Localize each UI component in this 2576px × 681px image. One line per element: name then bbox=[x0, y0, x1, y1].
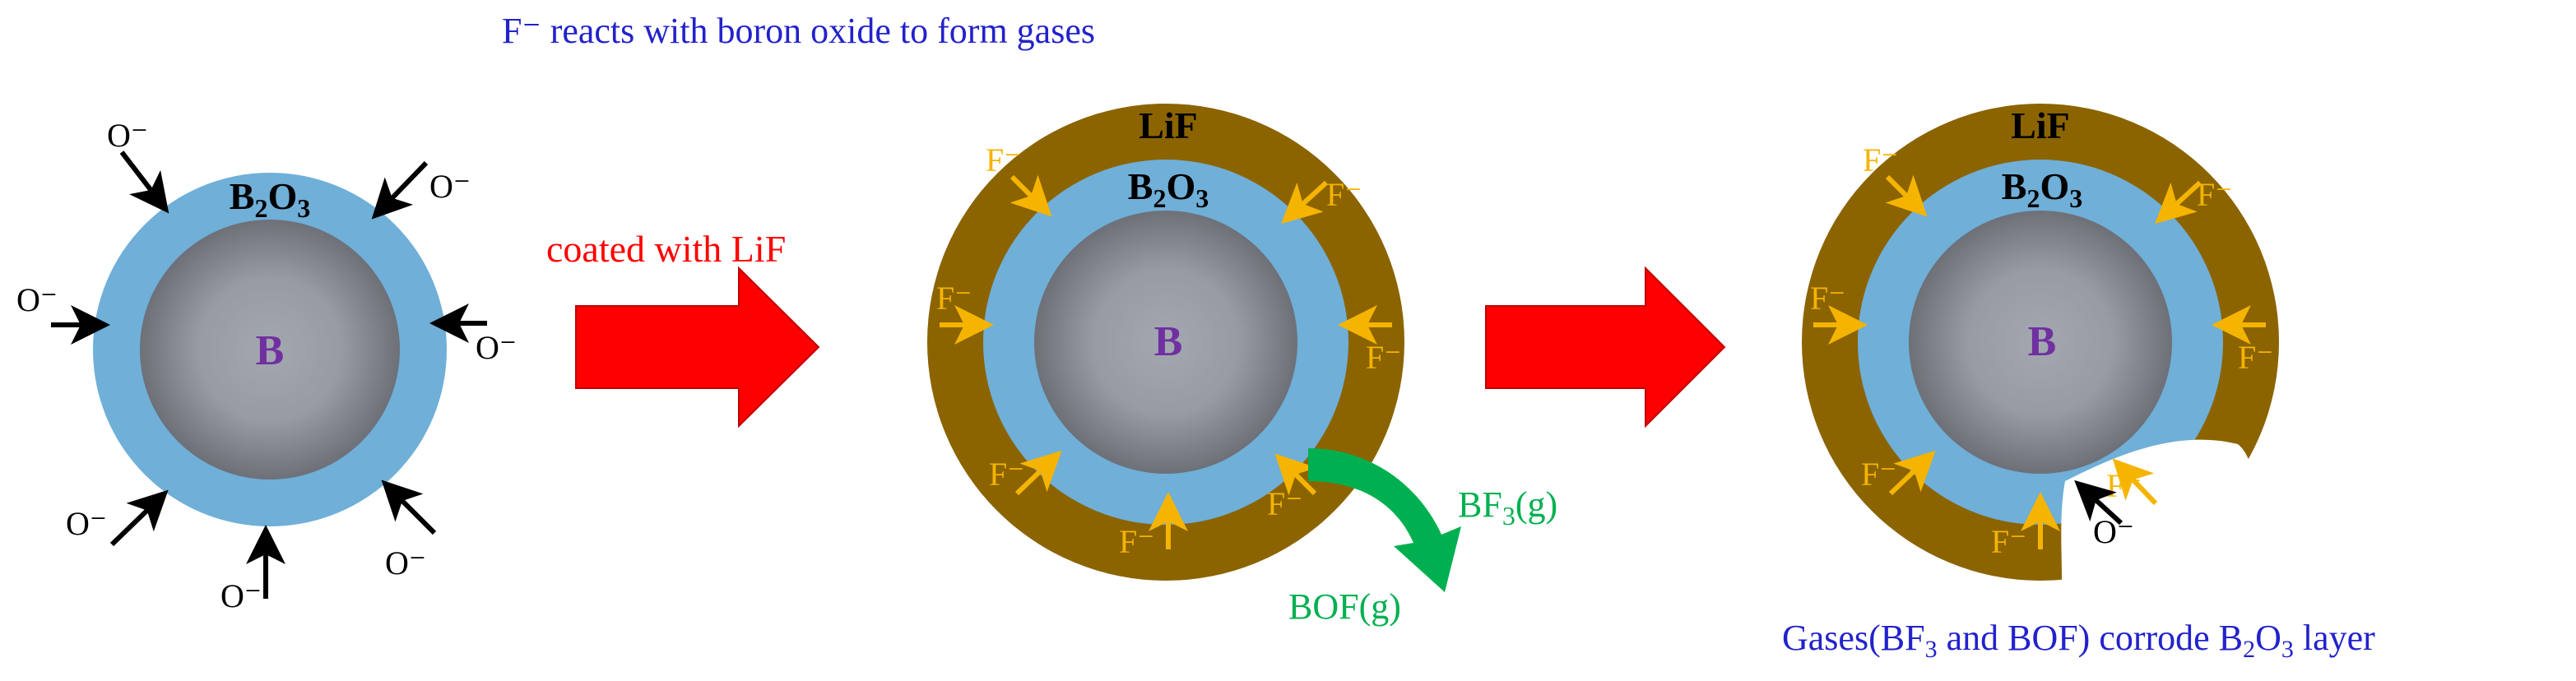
oxygen-ion-label: O⁻ bbox=[107, 117, 148, 154]
boron-core bbox=[1034, 211, 1297, 474]
boron-core bbox=[140, 220, 400, 479]
oxygen-arrow bbox=[2074, 479, 2123, 526]
fluoride-ion-label: F⁻ bbox=[936, 280, 972, 317]
coating-label: LiF bbox=[2011, 104, 2070, 146]
caption-top: F⁻ reacts with boron oxide to form gases bbox=[502, 11, 1095, 51]
fluoride-arrow bbox=[1281, 180, 1329, 225]
oxygen-ion-label: O⁻ bbox=[476, 329, 517, 366]
core-label: B bbox=[2028, 318, 2057, 365]
core-label: B bbox=[256, 327, 285, 374]
process-arrow-reaction bbox=[1485, 266, 1726, 429]
fluoride-ion-label: F⁻ bbox=[1863, 141, 1898, 178]
fluoride-ion-label: F⁻ bbox=[2197, 176, 2232, 213]
fluoride-ion-label: F⁻ bbox=[986, 141, 1021, 178]
fluoride-ion-label: F⁻ bbox=[989, 456, 1024, 493]
oxygen-arrow bbox=[109, 489, 169, 547]
gas1-label: BF3(g) bbox=[1458, 484, 1557, 530]
fluoride-arrow bbox=[1010, 174, 1052, 217]
gas2-label: BOF(g) bbox=[1288, 586, 1401, 627]
oxygen-ion-label: O⁻ bbox=[429, 168, 471, 205]
oxygen-ion-label: O⁻ bbox=[16, 281, 58, 318]
boron-core bbox=[1909, 211, 2172, 474]
fluoride-arrow bbox=[1888, 450, 1936, 496]
fluoride-arrow bbox=[1014, 450, 1062, 496]
fluoride-ion-label: F⁻ bbox=[1119, 523, 1154, 560]
oxygen-arrow bbox=[371, 160, 429, 220]
oxygen-arrow bbox=[119, 151, 169, 214]
oxygen-ion-label: O⁻ bbox=[220, 577, 262, 614]
fluoride-arrow bbox=[1274, 453, 1317, 496]
fluoride-ion-label: F⁻ bbox=[2106, 467, 2142, 504]
fluoride-arrow bbox=[1885, 174, 1928, 217]
fluoride-ion-label: F⁻ bbox=[1267, 485, 1302, 522]
fluoride-ion-label: F⁻ bbox=[1991, 523, 2026, 560]
fluoride-ion-label: F⁻ bbox=[1366, 339, 1401, 376]
fluoride-arrow bbox=[2155, 180, 2202, 225]
oxide-label: B2O3 bbox=[2002, 165, 2082, 213]
oxygen-ion-label: O⁻ bbox=[385, 544, 426, 581]
oxide-label: B2O3 bbox=[230, 175, 310, 223]
fluoride-ion-label: F⁻ bbox=[1326, 176, 1362, 213]
process-arrow-coating bbox=[575, 266, 820, 429]
oxygen-ion-label: O⁻ bbox=[2093, 513, 2134, 550]
gas-release-arrow bbox=[1308, 448, 1461, 592]
oxygen-ion-label: O⁻ bbox=[66, 505, 107, 542]
caption-bottom: Gases(BF3 and BOF) corrode B2O3 layer bbox=[1782, 618, 2375, 663]
arrow1-label: coated with LiF bbox=[546, 228, 786, 270]
fluoride-ion-label: F⁻ bbox=[1861, 456, 1896, 493]
fluoride-ion-label: F⁻ bbox=[1810, 280, 1845, 317]
particle-corroded: B LiF B2O3 F⁻ F⁻ F⁻ F⁻ F⁻ F⁻ F⁻ O⁻ bbox=[1802, 104, 2279, 634]
coating-label: LiF bbox=[1139, 104, 1198, 146]
fluoride-arrow bbox=[2112, 458, 2158, 506]
particle-bare: B B2O3 O⁻ O⁻ O⁻ O⁻ O⁻ O⁻ O⁻ bbox=[16, 117, 517, 614]
oxide-label: B2O3 bbox=[1128, 165, 1209, 213]
particle-coated: B LiF B2O3 F⁻ F⁻ F⁻ F⁻ F⁻ F⁻ F⁻ bbox=[927, 104, 1404, 581]
fluoride-ion-label: F⁻ bbox=[2238, 339, 2273, 376]
oxygen-arrow bbox=[381, 479, 437, 535]
core-label: B bbox=[1154, 318, 1183, 365]
